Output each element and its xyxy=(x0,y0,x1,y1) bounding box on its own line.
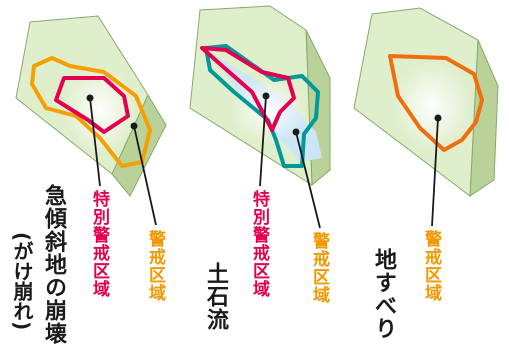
landslide-warning-zone-label: 警戒区域 xyxy=(421,230,441,302)
warning-zone-outline-3 xyxy=(388,54,484,152)
special-zone-outline-2 xyxy=(200,46,296,132)
warning-zone-outline-2 xyxy=(204,44,320,168)
landslide-title: 地すべり xyxy=(371,248,396,340)
warning-zone-leader-3 xyxy=(431,117,439,227)
debris-flow-title: 土石流 xyxy=(203,262,228,331)
debris-flow-special-zone-label: 特別警戒区域 xyxy=(249,190,269,298)
panel-steep-slope-graphic xyxy=(15,15,167,226)
steep-slope-title: 急傾斜地の崩壊 xyxy=(41,184,66,345)
warning-zone-leader-2 xyxy=(295,131,321,229)
special-zone-outline-1 xyxy=(54,76,130,134)
special-zone-leader-2 xyxy=(259,95,267,187)
steep-slope-special-zone-label: 特別警戒区域 xyxy=(89,190,109,298)
warning-zone-leader-1 xyxy=(133,125,157,226)
special-zone-leader-1 xyxy=(89,97,101,187)
steep-slope-warning-zone-label: 警戒区域 xyxy=(145,230,165,302)
panel-landslide-graphic xyxy=(353,7,499,227)
debris-flow-warning-zone-label: 警戒区域 xyxy=(309,232,329,304)
panel-debris-flow-graphic xyxy=(189,5,331,229)
steep-slope-subtitle: (がけ崩れ) xyxy=(10,232,34,331)
